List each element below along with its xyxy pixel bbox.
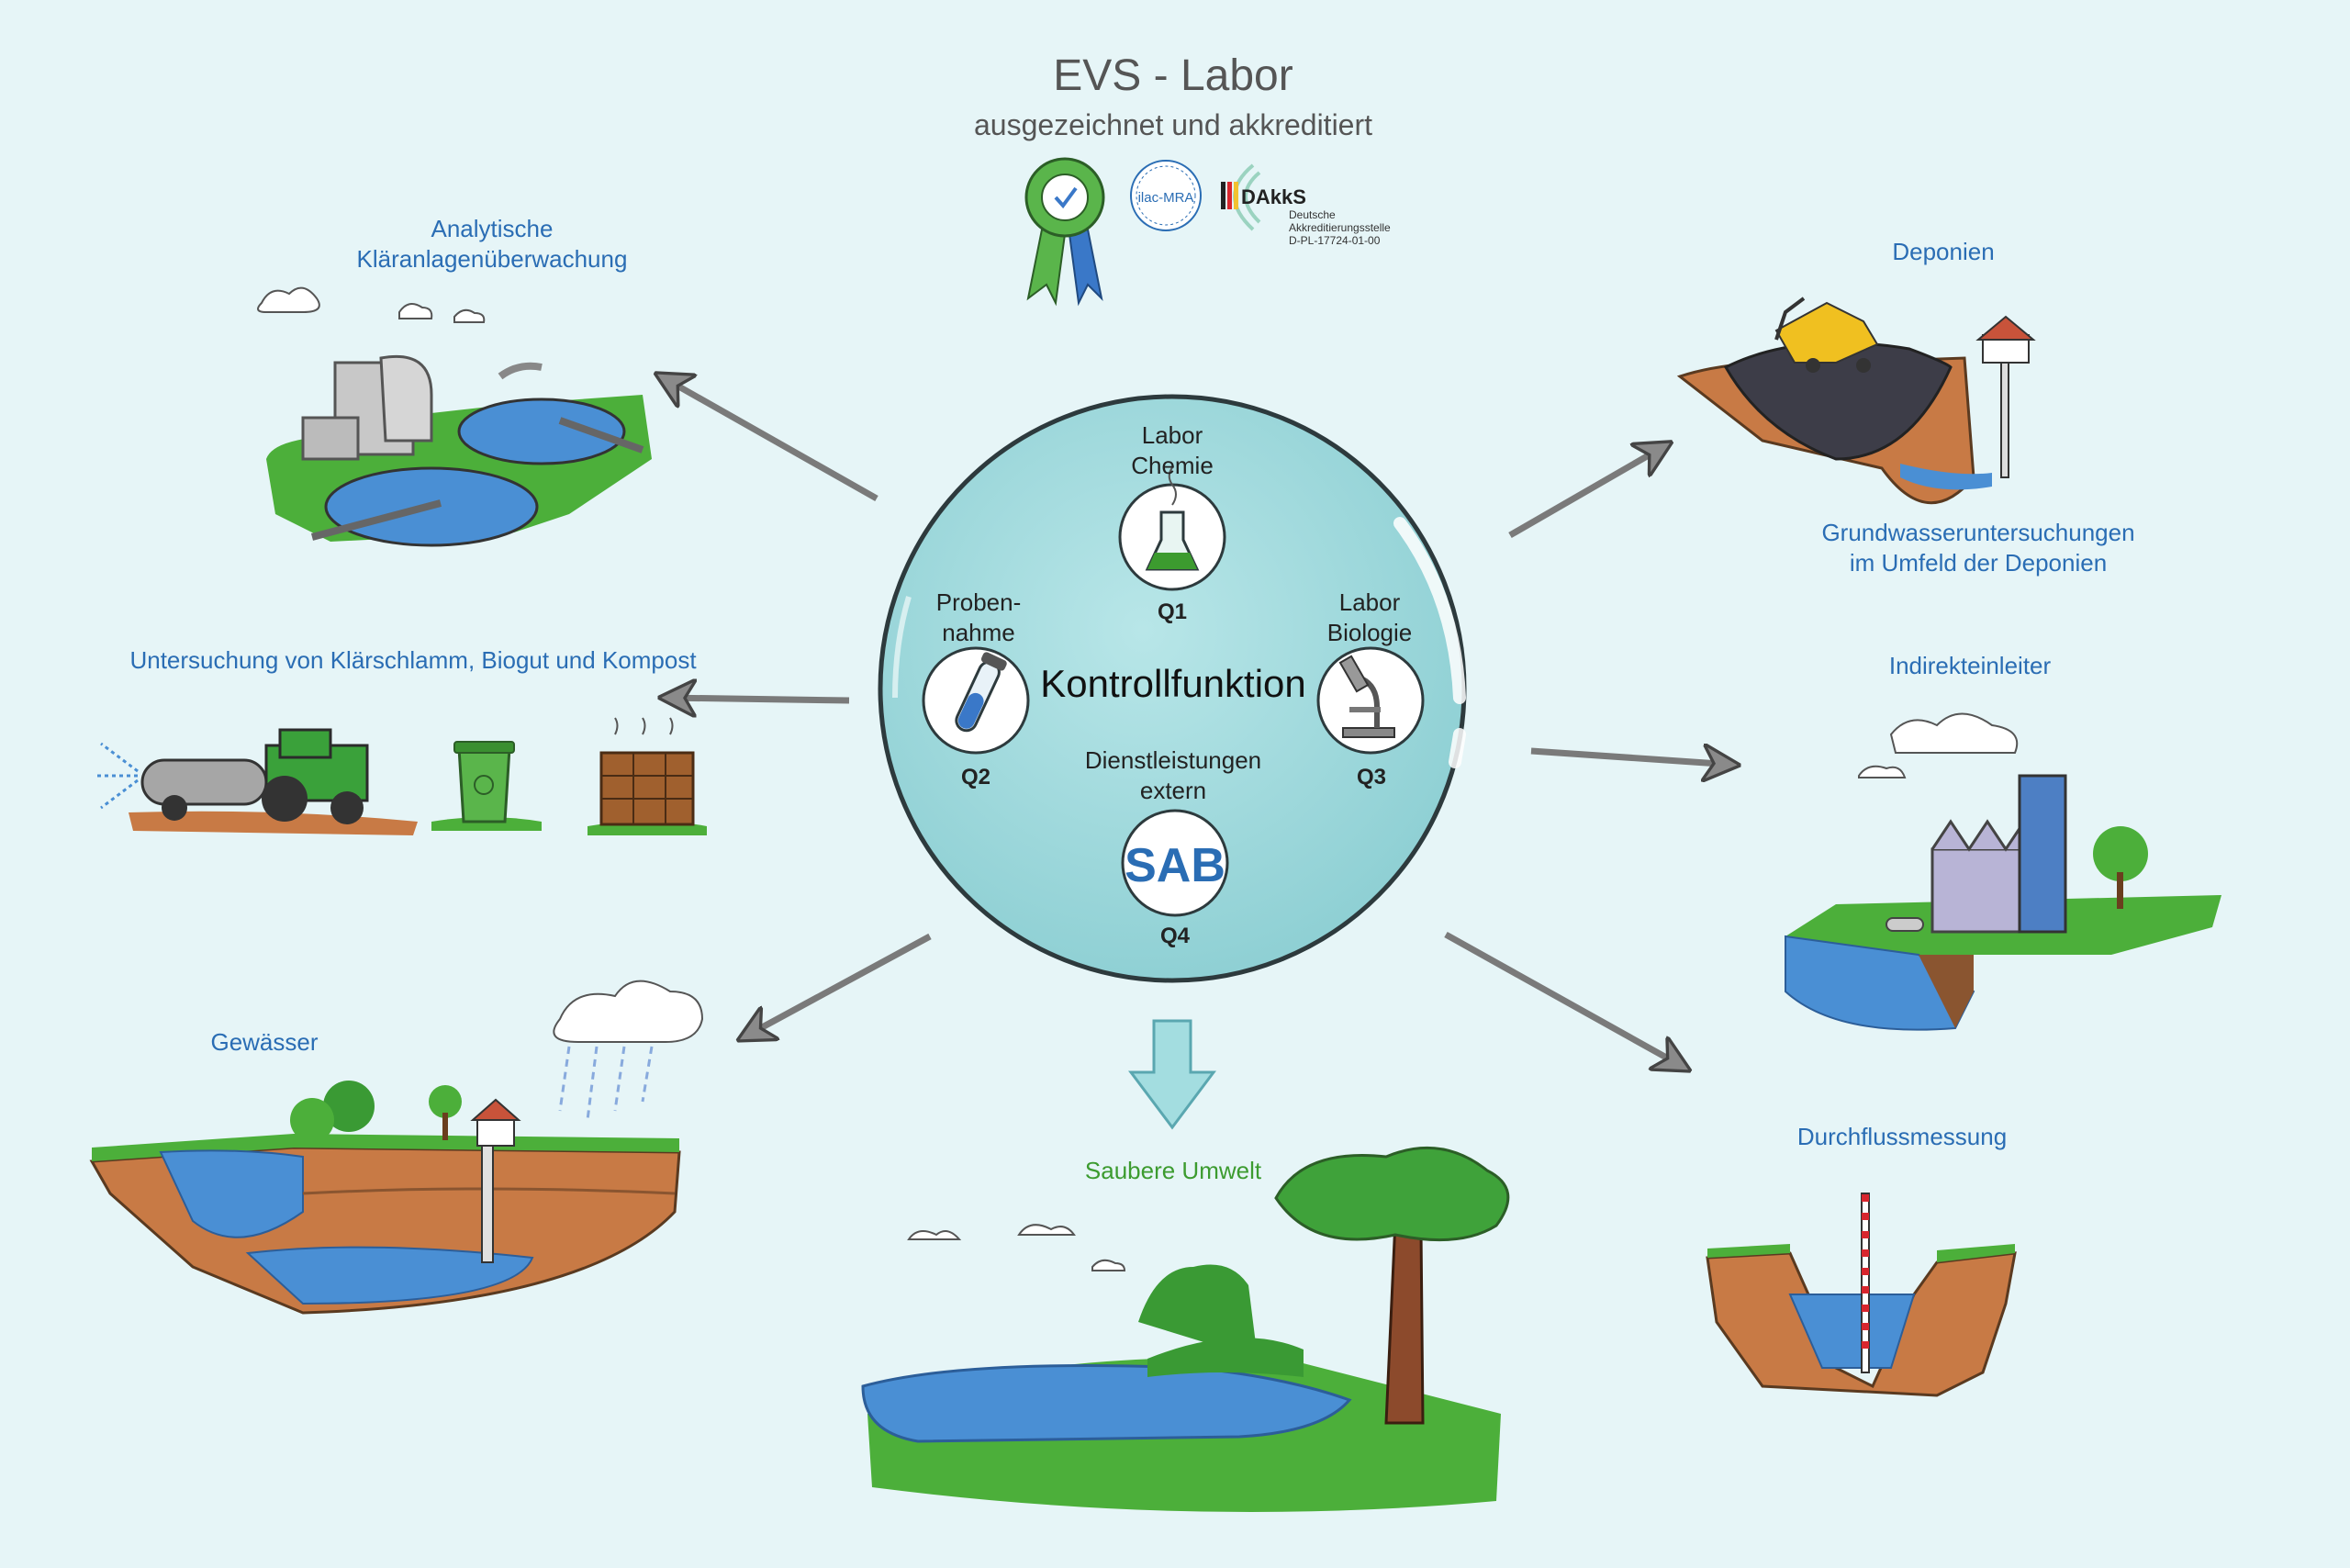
arrow-to-gewaesser <box>744 933 932 1037</box>
microscope-icon <box>1316 646 1425 755</box>
node-q3-label: Labor Biologie <box>1327 588 1413 649</box>
award-rosette-icon <box>1024 157 1105 307</box>
ilac-mra-badge: ilac-MRA <box>1130 160 1202 231</box>
node-q1-line2: Chemie <box>1131 452 1214 480</box>
arrow-to-durchfluss <box>1444 931 1684 1068</box>
node-q1-label: Labor Chemie <box>1131 420 1214 482</box>
label-klaeranlage-line2: Kläranlagenüberwachung <box>356 245 628 274</box>
dakks-line3: D-PL-17724-01-00 <box>1289 233 1381 247</box>
label-klaerschlamm: Untersuchung von Klärschlamm, Biogut und… <box>129 646 697 674</box>
node-q2-line1: Proben- <box>935 588 1022 616</box>
node-q4-line1: Dienstleistungen <box>1084 746 1262 774</box>
node-q4-code: Q4 <box>1159 924 1191 948</box>
node-q3-line2: Biologie <box>1326 619 1413 647</box>
label-grundwasser-line1: Grundwasseruntersuchungen <box>1821 519 2135 546</box>
arrow-to-klaeranlage <box>661 376 878 502</box>
label-indirekteinleiter: Indirekteinleiter <box>1888 652 2052 679</box>
node-q1-line1: Labor <box>1141 421 1203 449</box>
svg-text:ilac-MRA: ilac-MRA <box>1138 190 1194 206</box>
node-q2-label: Proben- nahme <box>936 588 1022 649</box>
page-subtitle: ausgezeichnet und akkreditiert <box>973 108 1373 141</box>
clean-environment-illustration <box>861 1146 1510 1512</box>
tractor-tanker-illustration <box>96 728 418 835</box>
flask-icon <box>1118 465 1226 591</box>
water-body-illustration <box>89 980 704 1315</box>
arrow-to-deponien <box>1508 445 1666 539</box>
node-q4-label: Dienstleistungen extern <box>1085 745 1261 807</box>
label-durchflussmessung: Durchflussmessung <box>1796 1123 2008 1150</box>
dakks-logo: DAkkS <box>1221 163 1306 231</box>
svg-text:SAB: SAB <box>1125 839 1225 892</box>
factory-illustration <box>1785 712 2221 1031</box>
center-title: Kontrollfunktion <box>1040 662 1306 705</box>
node-q4-line2: extern <box>1139 777 1207 805</box>
test-tube-icon <box>922 646 1030 755</box>
node-q2-code: Q2 <box>960 765 991 790</box>
page-title: EVS - Labor <box>1053 51 1293 100</box>
label-gewaesser: Gewässer <box>210 1028 319 1056</box>
node-q2-line2: nahme <box>942 619 1015 647</box>
label-klaeranlage-line1: Analytische <box>431 215 554 242</box>
arrows <box>661 376 1733 1068</box>
landfill-illustration <box>1676 297 2036 504</box>
arrow-to-umwelt <box>1128 1019 1216 1130</box>
svg-text:DAkkS: DAkkS <box>1241 185 1306 208</box>
sewage-plant-illustration <box>257 286 652 547</box>
label-grundwasser: Grundwasseruntersuchungen im Umfeld der … <box>1821 518 2134 579</box>
node-q3-code: Q3 <box>1356 765 1387 790</box>
label-saubere-umwelt: Saubere Umwelt <box>1084 1157 1262 1184</box>
flow-measurement-illustration <box>1706 1193 2017 1397</box>
label-deponien: Deponien <box>1892 238 1995 265</box>
node-q3-line1: Labor <box>1338 588 1401 616</box>
arrow-to-klaerschlamm <box>666 698 850 700</box>
green-bin-illustration <box>431 741 542 831</box>
arrow-to-indirekteinleiter <box>1530 751 1733 765</box>
compost-heap-illustration <box>588 717 707 835</box>
label-klaeranlage: Analytische Kläranlagenüberwachung <box>357 214 628 275</box>
label-grundwasser-line2: im Umfeld der Deponien <box>1849 549 2108 577</box>
dakks-line2: Akkreditierungsstelle <box>1289 220 1391 234</box>
dakks-line1: Deutsche <box>1289 208 1336 221</box>
sab-logo: SAB <box>1121 809 1229 917</box>
node-q1-code: Q1 <box>1157 599 1188 624</box>
dakks-caption: Deutsche Akkreditierungsstelle D-PL-1772… <box>1289 208 1391 247</box>
control-sphere <box>878 394 1467 983</box>
